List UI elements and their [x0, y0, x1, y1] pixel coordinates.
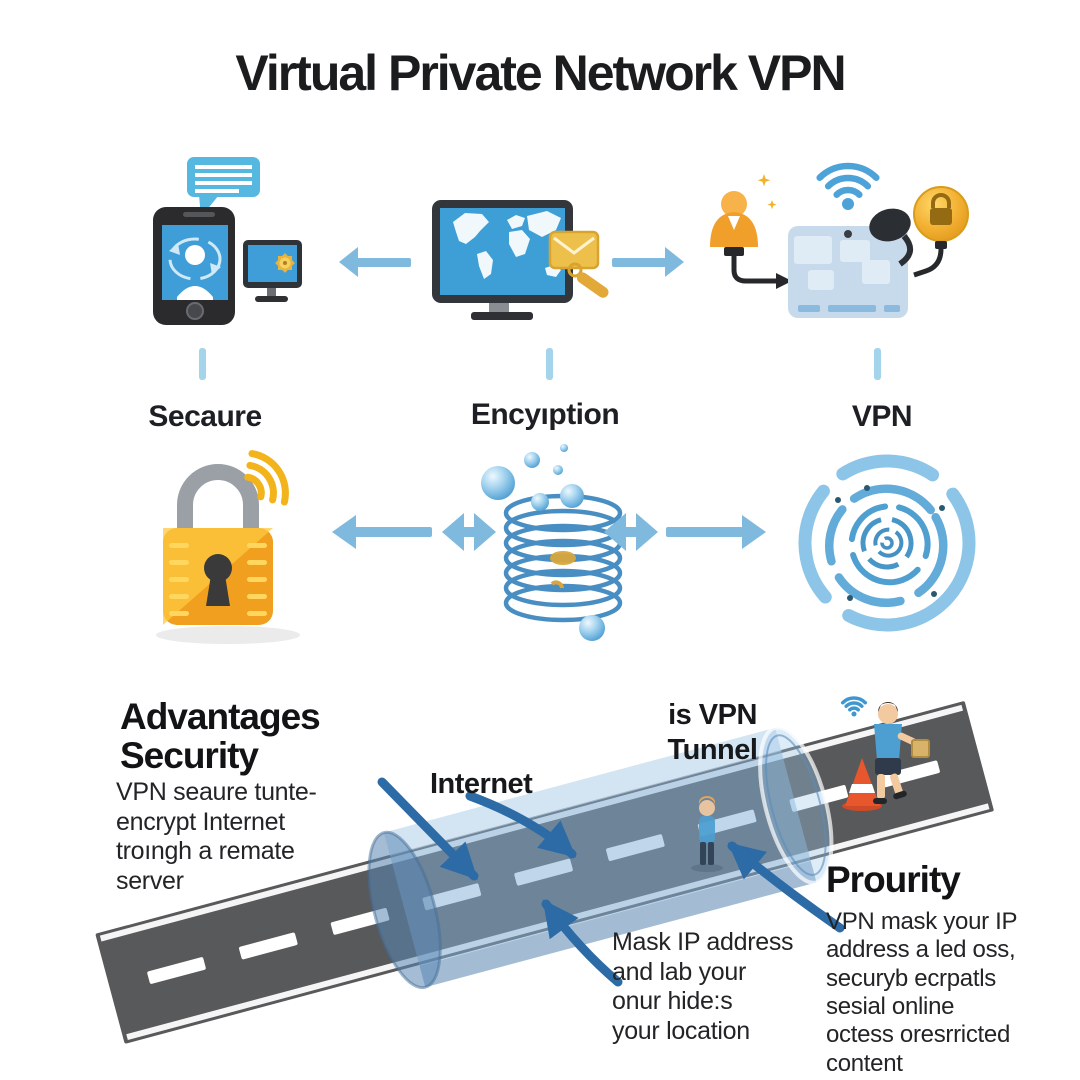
double-arrow-icon — [600, 509, 662, 555]
chat-bubble-icon — [187, 157, 260, 217]
user-badge-icon — [710, 174, 777, 256]
advantages-heading: Advantages Security — [120, 696, 321, 777]
wifi-icon — [816, 162, 880, 198]
vpn-tunnel — [367, 725, 834, 990]
advantages-text: VPN seaure tunte- encrypt Internet troın… — [116, 778, 317, 895]
wifi-icon — [840, 696, 868, 712]
desktop-icon — [243, 240, 302, 302]
smartphone-icon — [153, 207, 235, 325]
smartphone-chat-devices-icon — [135, 145, 335, 360]
email-search-icon — [548, 230, 609, 298]
flow-arrow-left-icon — [338, 246, 412, 278]
double-arrow-icon — [438, 509, 500, 555]
lock-badge-icon — [913, 186, 969, 249]
traffic-cone-icon — [842, 758, 882, 811]
flow-arrow-right-icon — [610, 246, 686, 278]
priority-text: VPN mask your IP address a led oss, secu… — [826, 908, 1018, 1077]
priority-arrow — [727, 841, 845, 933]
shackle — [177, 464, 259, 541]
bag — [911, 739, 930, 758]
sparkle-icon — [767, 200, 777, 210]
label-encryption: Encyıption — [470, 398, 620, 431]
person-in-tunnel — [691, 796, 723, 872]
world-map-monitor-icon — [432, 200, 573, 320]
gear-icon — [275, 253, 295, 273]
vpn-router-user-lock-icon — [690, 140, 980, 360]
cable-line — [731, 256, 776, 284]
gold-fragment — [550, 551, 576, 565]
flow-arrow-right-icon — [664, 513, 768, 551]
label-secure: Secaure — [148, 400, 262, 433]
advantages-arrow — [377, 777, 479, 881]
connector-tick — [199, 348, 206, 380]
cable-line — [913, 248, 944, 278]
mask-ip-text: Mask IP address and lab your onur hide:s… — [612, 928, 794, 1045]
sparkle-icon — [757, 174, 771, 187]
gold-fragment — [550, 580, 564, 589]
internet-label: Internet — [430, 768, 533, 800]
connector-tick — [546, 348, 553, 380]
bubbles — [481, 444, 605, 641]
gold-padlock-wireless-icon — [133, 443, 338, 653]
main-title: Virtual Private Network VPN — [235, 45, 846, 101]
vpn-tunnel-label: is VPN Tunnel — [667, 699, 758, 766]
mask-ip-arrow — [541, 899, 623, 987]
cable-arrowhead — [776, 273, 792, 289]
lock-clamp-icon — [869, 208, 913, 267]
wireless-signal-icon — [244, 450, 289, 506]
traveler-icon — [840, 696, 930, 804]
internet-arrow — [465, 791, 577, 859]
swirl-vortex-icon — [792, 448, 982, 638]
priority-heading: Prourity — [826, 859, 961, 900]
vpn-router-icon — [788, 226, 908, 318]
connector-tick — [874, 348, 881, 380]
road-vpn-tunnel-illustration — [0, 640, 1080, 1080]
flow-arrow-left-icon — [330, 513, 434, 551]
world-map-monitor-email-search-icon — [425, 190, 615, 340]
label-vpn: VPN — [851, 400, 913, 433]
